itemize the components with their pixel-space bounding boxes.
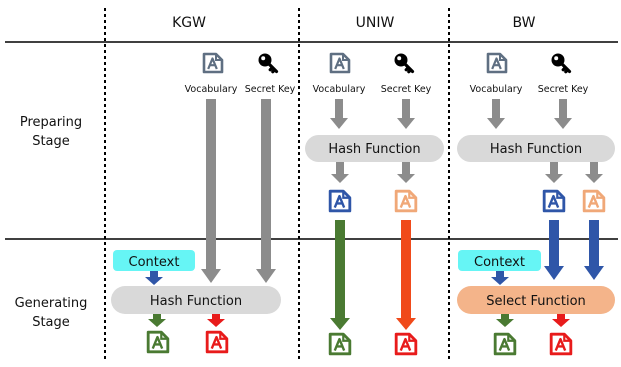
red-arrow <box>552 314 570 327</box>
gray-arrow <box>256 99 276 283</box>
secret-key-icon <box>257 52 279 74</box>
vocabulary-icon <box>329 52 351 74</box>
vocabulary-label: Vocabulary <box>185 84 238 95</box>
svg-text:Preparing: Preparing <box>20 115 82 130</box>
gray-arrow <box>330 99 348 129</box>
gray-arrow <box>397 99 415 129</box>
uniw-column: Vocabulary Secret Key Hash Function <box>305 52 444 356</box>
red-list-icon <box>549 332 573 356</box>
blue-list-icon <box>542 189 566 213</box>
blue-list-icon <box>328 189 352 213</box>
blue-arrow <box>544 220 564 280</box>
secret-key-label: Secret Key <box>381 84 432 95</box>
red-list-icon <box>205 330 229 354</box>
gray-arrow <box>585 162 603 183</box>
blue-arrow <box>491 271 509 285</box>
blue-arrow <box>145 271 163 285</box>
gray-arrow <box>397 162 415 183</box>
column-header-kgw: KGW <box>172 15 206 31</box>
green-arrow <box>148 314 166 327</box>
context-box: Context <box>458 250 541 271</box>
column-header-uniw: UNIW <box>356 15 395 31</box>
green-list-icon <box>493 332 517 356</box>
vocabulary-icon <box>202 52 224 74</box>
peach-list-icon <box>394 189 418 213</box>
svg-text:Hash Function: Hash Function <box>150 294 242 309</box>
green-list-icon <box>146 330 170 354</box>
svg-text:Context: Context <box>474 255 525 270</box>
preparing-stage-label: Preparing Stage <box>20 115 82 149</box>
gray-arrow <box>487 99 505 129</box>
context-box: Context <box>113 250 195 271</box>
gray-arrow <box>554 99 572 129</box>
secret-key-label: Secret Key <box>538 84 589 95</box>
vocabulary-label: Vocabulary <box>313 84 366 95</box>
vocabulary-label: Vocabulary <box>470 84 523 95</box>
generating-stage-label: Generating Stage <box>15 296 88 330</box>
hash-function-pill: Hash Function <box>305 135 444 162</box>
gray-arrow <box>201 99 221 283</box>
svg-text:Hash Function: Hash Function <box>490 142 582 157</box>
peach-list-icon <box>582 189 606 213</box>
secret-key-icon <box>393 52 415 74</box>
red-arrow <box>207 314 225 327</box>
orange-red-arrow <box>396 220 416 330</box>
gray-arrow <box>331 162 349 183</box>
svg-text:Stage: Stage <box>32 315 70 330</box>
green-arrow <box>496 314 514 327</box>
gray-arrow <box>545 162 563 183</box>
svg-text:Stage: Stage <box>32 134 70 149</box>
column-header-bw: BW <box>513 15 536 31</box>
svg-text:Select Function: Select Function <box>486 294 586 309</box>
hash-function-pill: Hash Function <box>457 135 615 162</box>
green-arrow <box>330 220 350 330</box>
svg-text:Context: Context <box>129 255 180 270</box>
svg-text:Generating: Generating <box>15 296 88 311</box>
svg-text:Hash Function: Hash Function <box>328 142 420 157</box>
secret-key-icon <box>550 52 572 74</box>
secret-key-label: Secret Key <box>245 84 296 95</box>
kgw-column: Vocabulary Secret Key Context Hash Funct… <box>111 52 296 354</box>
vocabulary-icon <box>486 52 508 74</box>
blue-arrow <box>584 220 604 280</box>
bw-column: Vocabulary Secret Key Hash Function <box>457 52 615 356</box>
hash-function-pill: Hash Function <box>111 286 281 314</box>
red-list-icon <box>394 332 418 356</box>
green-list-icon <box>328 332 352 356</box>
select-function-pill: Select Function <box>457 286 615 314</box>
